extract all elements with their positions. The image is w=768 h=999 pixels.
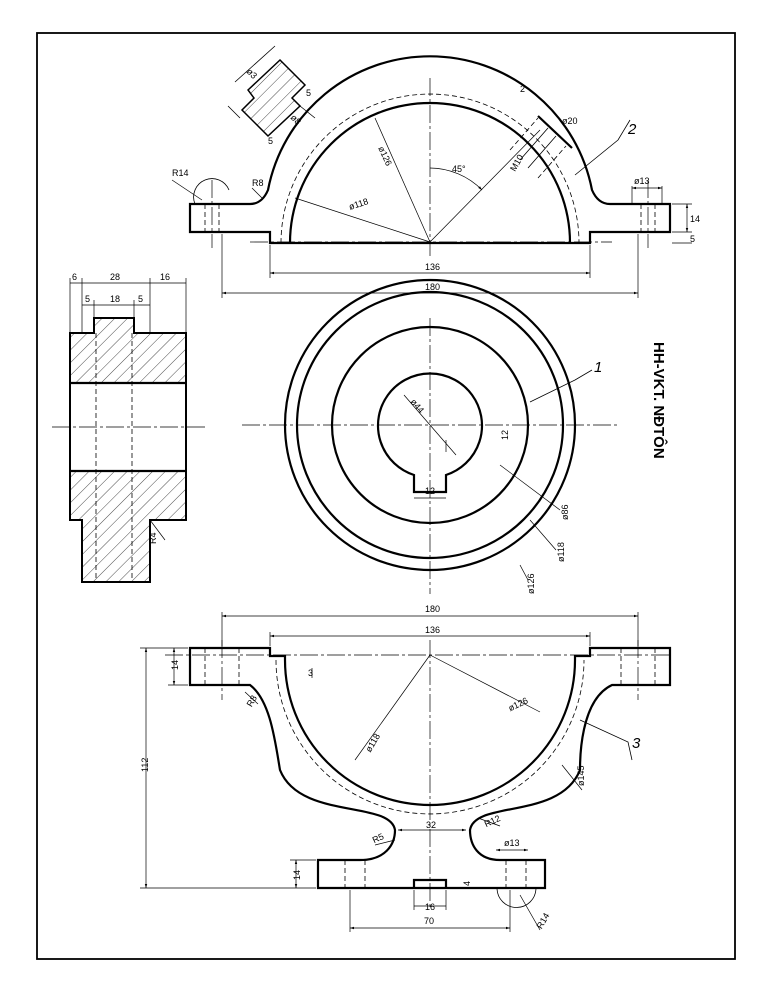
- title-text: HH-VKT. NĐTÔN: [650, 342, 668, 459]
- dim-136-top: 136: [425, 262, 440, 272]
- part-label-3: 3: [632, 735, 641, 752]
- dim-5b-left: 5: [138, 294, 143, 304]
- dim-d44: ø44: [408, 397, 426, 415]
- dim-r14-top: R14: [172, 168, 189, 178]
- detail-section: [227, 45, 316, 138]
- sheet-border: [36, 32, 736, 960]
- dim-d20: ø20: [562, 116, 578, 126]
- detail-5a: 5: [306, 88, 311, 98]
- dim-r14-bottom: R14: [535, 911, 552, 930]
- dim-14b-bottom: 14: [292, 870, 302, 880]
- detail-5b: 5: [268, 136, 273, 146]
- dim-r5: R5: [371, 831, 386, 845]
- dim-d126-mid: ø126: [526, 573, 536, 594]
- dim-5a-left: 5: [85, 294, 90, 304]
- dim-d118-bottom: ø118: [363, 732, 382, 754]
- dim-r8-bottom: R8: [245, 693, 259, 708]
- dim-180-bottom: 180: [425, 604, 440, 614]
- dim-d145: ø145: [576, 765, 586, 786]
- dim-5-top: 5: [690, 234, 695, 244]
- top-view: [171, 45, 692, 298]
- dim-32: 32: [426, 820, 436, 830]
- dim-d126-top: ø126: [376, 145, 394, 168]
- dim-3-bottom: 3: [308, 668, 313, 678]
- dim-16-bottom: 16: [425, 902, 435, 912]
- dim-d13-top: ø13: [634, 176, 650, 186]
- part-label-2: 2: [627, 121, 637, 138]
- middle-view: [242, 278, 618, 594]
- dim-12-horizontal: 12: [425, 486, 435, 496]
- dim-136-bottom: 136: [425, 625, 440, 635]
- dim-r4-left: R4: [148, 532, 158, 544]
- part-label-1: 1: [594, 359, 602, 376]
- dim-4-bottom: 4: [462, 881, 472, 886]
- dim-d118-mid: ø118: [556, 542, 566, 562]
- dim-45: 45°: [452, 164, 466, 174]
- bottom-view: [140, 612, 672, 932]
- dim-12-vertical: 12: [500, 430, 510, 440]
- dim-14-bottom: 14: [170, 660, 180, 670]
- dim-18-left: 18: [110, 294, 120, 304]
- dim-180-top: 180: [425, 282, 440, 292]
- dim-d13-bottom: ø13: [504, 838, 520, 848]
- dim-r8-top: R8: [252, 178, 264, 188]
- dim-d126-bottom: ø126: [507, 695, 530, 713]
- dim-28-left: 28: [110, 272, 120, 282]
- dim-d118-top: ø118: [348, 196, 370, 212]
- dim-16-left: 16: [160, 272, 170, 282]
- dim-m10: M10: [508, 153, 525, 173]
- left-section-view: [52, 278, 205, 583]
- dim-70: 70: [424, 916, 434, 926]
- dim-d86: ø86: [560, 504, 570, 520]
- dim-14-top: 14: [690, 214, 700, 224]
- detail-d3: ø3: [245, 66, 260, 81]
- dim-6-left: 6: [72, 272, 77, 282]
- dim-112: 112: [140, 758, 150, 772]
- dim-2-top: 2: [520, 84, 525, 94]
